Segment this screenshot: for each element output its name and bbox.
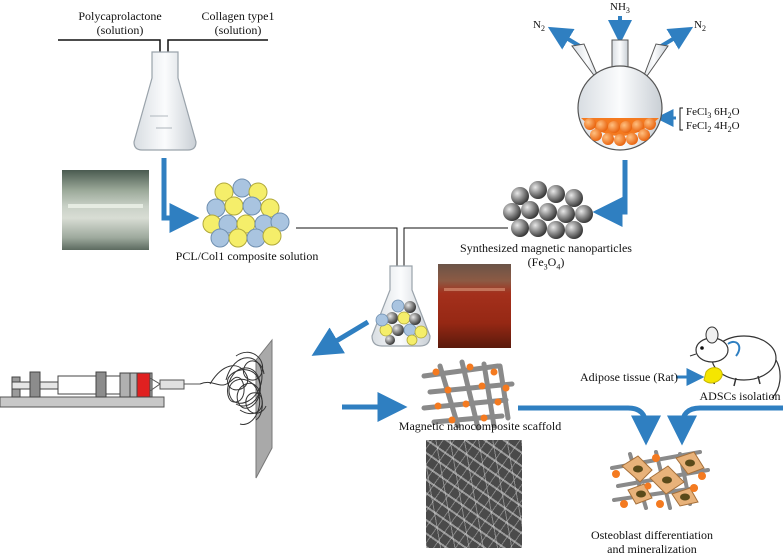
sem-fiber-image bbox=[426, 440, 522, 548]
arrow-adscs-to-osteo bbox=[667, 405, 783, 446]
arrow-scaffold-to-osteo bbox=[518, 405, 661, 446]
pcl-label-line2: (solution) bbox=[96, 23, 144, 37]
reagent-bracket bbox=[679, 107, 683, 131]
arrow-reactor-to-nanoparticles bbox=[592, 160, 628, 227]
composite-flask bbox=[371, 265, 431, 347]
pcl-label-line1: Polycaprolactone bbox=[78, 9, 162, 23]
gas-n2-right-label: N2 bbox=[694, 19, 706, 34]
fiber-jet bbox=[199, 351, 267, 425]
gas-nh3-label: NH3 bbox=[610, 1, 630, 16]
nanoparticles-label-line2: (Fe3O4) bbox=[527, 255, 565, 272]
pcl-feed-line bbox=[58, 39, 165, 106]
collagen-label-line1: Collagen type1 bbox=[201, 9, 275, 23]
syringe-needle bbox=[149, 377, 200, 392]
composite-solution-photo bbox=[438, 264, 511, 348]
adipose-label: Adipose tissue (Rat) bbox=[580, 370, 678, 384]
osteo-network bbox=[610, 450, 710, 510]
reagent-fecl2-label: FeCl2 4H2O bbox=[686, 120, 740, 135]
nanoparticles-label: Synthesized magnetic nanoparticles (Fe3O… bbox=[456, 241, 636, 274]
three-neck-flask bbox=[571, 39, 669, 151]
syringe-pump bbox=[11, 371, 153, 398]
scaffold-nanoparticles bbox=[432, 363, 510, 424]
pcl-solution-photo bbox=[62, 170, 149, 250]
arrow-flask-to-composite bbox=[161, 158, 200, 233]
reactor-orange-beads bbox=[584, 118, 656, 146]
syringe-red-tip bbox=[136, 372, 151, 398]
mixing-flask bbox=[133, 51, 197, 151]
osteo-label-line1: Osteoblast differentiation bbox=[590, 528, 714, 542]
osteo-label: Osteoblast differentiation and mineraliz… bbox=[580, 528, 724, 556]
reagent-fecl3-label: FeCl3 6H2O bbox=[686, 106, 740, 121]
rat-illustration bbox=[689, 326, 781, 399]
electrospinning-base bbox=[0, 396, 165, 408]
adscs-label: ADSCs isolation bbox=[699, 389, 781, 403]
gas-n2-left-label: N2 bbox=[533, 19, 545, 34]
adipose-tissue bbox=[703, 367, 723, 384]
scaffold-label: Magnetic nanocomposite scaffold bbox=[398, 419, 562, 433]
pcl-collagen-spheres bbox=[202, 178, 290, 248]
pcl-label: Polycaprolactone (solution) bbox=[60, 9, 180, 37]
collagen-label: Collagen type1 (solution) bbox=[182, 9, 294, 37]
nanoparticles-label-line1: Synthesized magnetic nanoparticles bbox=[460, 241, 632, 255]
arrow-to-electrospinning bbox=[311, 319, 370, 356]
composite-solution-label: PCL/Col1 composite solution bbox=[175, 249, 319, 263]
collagen-label-line2: (solution) bbox=[214, 23, 262, 37]
osteo-label-line2: and mineralization bbox=[607, 542, 697, 556]
magnetic-nanoparticles bbox=[503, 181, 593, 239]
